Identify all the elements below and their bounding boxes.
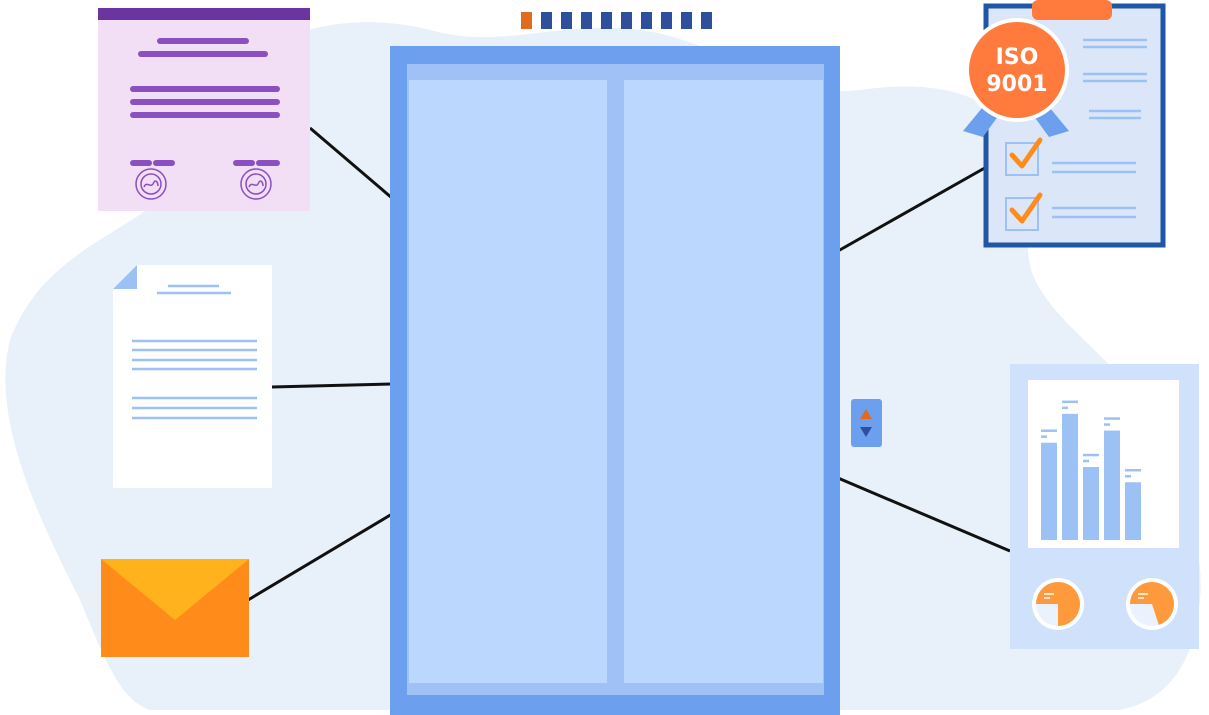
pie-chart-2-slice [1130, 581, 1174, 625]
certificate-icon [98, 8, 310, 211]
connector-certificate [309, 126, 393, 200]
elevator-call-panel-bg [851, 399, 882, 447]
document-folded-corner [113, 265, 137, 289]
report-bar-1 [1041, 442, 1057, 540]
connector-envelope [247, 512, 393, 602]
floor-light-3 [561, 12, 572, 29]
floor-light-8 [661, 12, 672, 29]
clipboard-text-lines [1052, 38, 1147, 219]
certificate-seal-right [240, 168, 272, 200]
badge-text-line1: ISO [996, 45, 1039, 70]
connector-report [837, 476, 1011, 553]
checkmark-icon [1009, 137, 1043, 169]
elevator-icon [390, 12, 840, 715]
floor-light-9 [681, 12, 692, 29]
pie-chart-1-slice [1036, 582, 1080, 626]
certificate-text-lines [130, 38, 280, 166]
triangle-down-icon[interactable] [860, 427, 872, 437]
floor-light-5 [601, 12, 612, 29]
envelope-flap [101, 559, 249, 620]
report-icon [1010, 364, 1199, 649]
report-bar-2 [1062, 413, 1078, 540]
certificate-seal-left [135, 168, 167, 200]
certificate-header-bar [98, 8, 310, 20]
floor-light-6 [621, 12, 632, 29]
clipboard-clip [1032, 0, 1112, 20]
connector-document [271, 382, 393, 389]
report-pie-charts [1032, 578, 1178, 630]
floor-light-2 [541, 12, 552, 29]
checkbox-item-1 [1005, 137, 1043, 176]
connector-clipboard [837, 163, 991, 253]
floor-light-10 [701, 12, 712, 29]
connector-lines [247, 126, 1011, 602]
report-bar-3 [1083, 467, 1099, 540]
report-bar-5 [1125, 482, 1141, 540]
badge-circle [969, 22, 1065, 118]
document-paper [113, 265, 272, 488]
floor-light-7 [641, 12, 652, 29]
triangle-up-icon[interactable] [860, 409, 872, 419]
elevator-door-left[interactable] [409, 80, 607, 683]
report-bar-4 [1104, 430, 1120, 540]
report-bar-chart [1041, 400, 1141, 540]
document-icon [113, 265, 272, 488]
document-text-lines [132, 284, 257, 420]
checkbox-item-2 [1005, 192, 1043, 231]
floor-light-4 [581, 12, 592, 29]
floor-indicator [521, 12, 712, 29]
badge-text-line2: 9001 [986, 72, 1047, 97]
envelope-icon [101, 559, 249, 657]
elevator-door-right[interactable] [624, 80, 823, 683]
elevator-call-panel [851, 399, 882, 447]
floor-light-1 [521, 12, 532, 29]
clipboard-icon: ISO 9001 [963, 0, 1166, 248]
checkmark-icon [1009, 192, 1043, 224]
iso-badge: ISO 9001 [963, 18, 1069, 137]
